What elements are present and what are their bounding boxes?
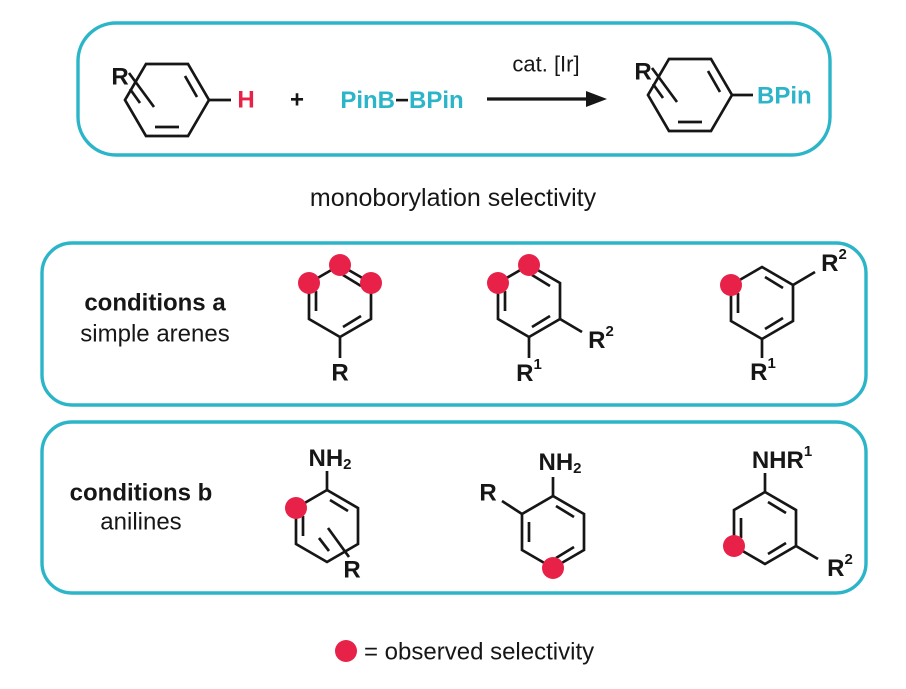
b1-r-label: R [343, 557, 360, 584]
double-bond-inner [767, 500, 787, 515]
b1-amine-label: NH2 [308, 445, 351, 473]
diboron-label: PinB−BPin [340, 87, 463, 114]
legend-dot-icon [335, 640, 357, 662]
benzene-ring [732, 490, 798, 566]
conditions-a-subtitle: simple arenes [80, 321, 229, 348]
variable-position-bond [127, 72, 156, 108]
b3-amine-label: NHR1 [752, 443, 812, 474]
a2-r1-label: R1 [516, 356, 542, 387]
arene-a1 [298, 254, 382, 358]
substituent-bond [559, 317, 583, 334]
reactant-arene [123, 62, 231, 138]
double-bond-inner [555, 504, 575, 519]
selectivity-dot [542, 557, 564, 579]
legend-text: = observed selectivity [364, 639, 594, 666]
figure-subtitle: monoborylation selectivity [310, 184, 597, 212]
conditions-b-title: conditions b [70, 480, 213, 507]
double-bond-inner [531, 273, 551, 288]
reactant-r-label: R [111, 64, 128, 91]
conditions-b-subtitle: anilines [100, 509, 181, 536]
aniline-b2 [501, 477, 586, 579]
product-r-label: R [634, 59, 651, 86]
variable-position-mark [128, 88, 142, 104]
reactant-h-label: H [237, 87, 254, 114]
plus-sign: + [290, 87, 304, 114]
a3-r1-label: R1 [750, 355, 776, 386]
a3-r2-label: R2 [821, 246, 847, 277]
reaction-scheme-box [76, 21, 832, 157]
double-bond-inner [764, 275, 784, 290]
double-bond-inner [764, 316, 784, 331]
legend: = observed selectivity [335, 639, 594, 666]
benzene-ring [729, 265, 795, 341]
substituent-bond [795, 544, 819, 561]
variable-position-bond [326, 527, 351, 558]
benzene-ring [123, 62, 211, 138]
benzene-ring [646, 57, 734, 133]
aniline-b1 [285, 471, 360, 564]
double-bond-inner [183, 75, 199, 98]
conditions-b-box [40, 420, 868, 595]
conditions-a-title: conditions a [84, 290, 226, 317]
selectivity-dot [518, 254, 540, 276]
selectivity-dot [285, 497, 307, 519]
catalyst-label: cat. [Ir] [512, 52, 579, 77]
variable-position-mark [317, 537, 331, 552]
a1-r-label: R [331, 360, 348, 387]
substituent-bond [792, 270, 816, 287]
arene-a2 [487, 254, 583, 358]
double-bond-inner [329, 498, 349, 513]
double-bond-inner [555, 545, 575, 560]
selectivity-dot [487, 272, 509, 294]
variable-position-bond [650, 67, 679, 103]
benzene-ring [294, 488, 360, 564]
product-arene [646, 57, 753, 133]
selectivity-dot [723, 535, 745, 557]
product-bpin-label: BPin [757, 83, 812, 110]
variable-position-mark [651, 83, 665, 99]
a2-r2-label: R2 [588, 323, 614, 354]
reaction-arrow [487, 91, 607, 107]
b2-amine-label: NH2 [538, 449, 581, 477]
selectivity-dot [360, 272, 382, 294]
conditions-a-box [40, 241, 868, 407]
arene-a3 [720, 265, 816, 358]
double-bond-inner [342, 314, 362, 329]
double-bond-inner [706, 70, 722, 93]
double-bond-inner [767, 541, 787, 556]
selectivity-dot [329, 254, 351, 276]
b2-r-label: R [479, 480, 496, 507]
double-bond-inner [531, 314, 551, 329]
b3-r2-label: R2 [827, 551, 853, 582]
aniline-b3 [723, 473, 819, 566]
selectivity-dot [720, 274, 742, 296]
substituent-bond [501, 499, 523, 516]
arrow-head-icon [586, 91, 607, 107]
selectivity-dot [298, 272, 320, 294]
double-bond-inner [342, 273, 362, 288]
